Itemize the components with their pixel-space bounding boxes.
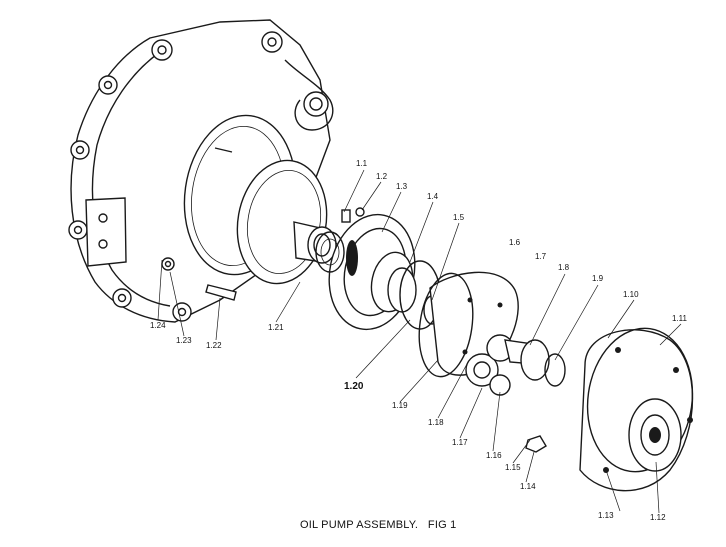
- label-1-22: 1.22: [206, 341, 222, 350]
- label-1-15: 1.15: [505, 463, 521, 472]
- stud: [205, 284, 237, 301]
- pump-cover: [579, 327, 694, 492]
- bolt-small: [341, 209, 351, 223]
- oil-seal: [315, 231, 345, 273]
- label-1-16: 1.16: [486, 451, 502, 460]
- label-1-23: 1.23: [176, 336, 192, 345]
- part-labels: 1.1 1.2 1.3 1.4 1.5 1.6 1.7 1.8 1.9 1.10…: [150, 159, 688, 522]
- label-1-18: 1.18: [428, 418, 444, 427]
- label-1-8: 1.8: [558, 263, 570, 272]
- label-1-9: 1.9: [592, 274, 604, 283]
- label-1-24: 1.24: [150, 321, 166, 330]
- label-1-2: 1.2: [376, 172, 388, 181]
- label-1-10: 1.10: [623, 290, 639, 299]
- label-1-13: 1.13: [598, 511, 614, 520]
- label-1-17: 1.17: [452, 438, 468, 447]
- label-1-12: 1.12: [650, 513, 666, 522]
- label-1-3: 1.3: [396, 182, 408, 191]
- label-1-7: 1.7: [535, 252, 547, 261]
- label-1-1: 1.1: [356, 159, 368, 168]
- washer: [161, 257, 175, 271]
- label-1-21: 1.21: [268, 323, 284, 332]
- converter-flange: [236, 159, 337, 285]
- label-1-14: 1.14: [520, 482, 536, 491]
- label-1-11: 1.11: [672, 314, 688, 323]
- nut: [525, 435, 547, 453]
- label-1-20: 1.20: [344, 381, 364, 392]
- label-1-4: 1.4: [427, 192, 439, 201]
- sleeve: [520, 339, 550, 381]
- label-1-5: 1.5: [453, 213, 465, 222]
- pump-body: [328, 213, 417, 331]
- label-1-19: 1.19: [392, 401, 408, 410]
- label-1-6: 1.6: [509, 238, 521, 247]
- leader-lines: [157, 169, 682, 514]
- figure-caption: OIL PUMP ASSEMBLY. FIG 1: [300, 519, 456, 531]
